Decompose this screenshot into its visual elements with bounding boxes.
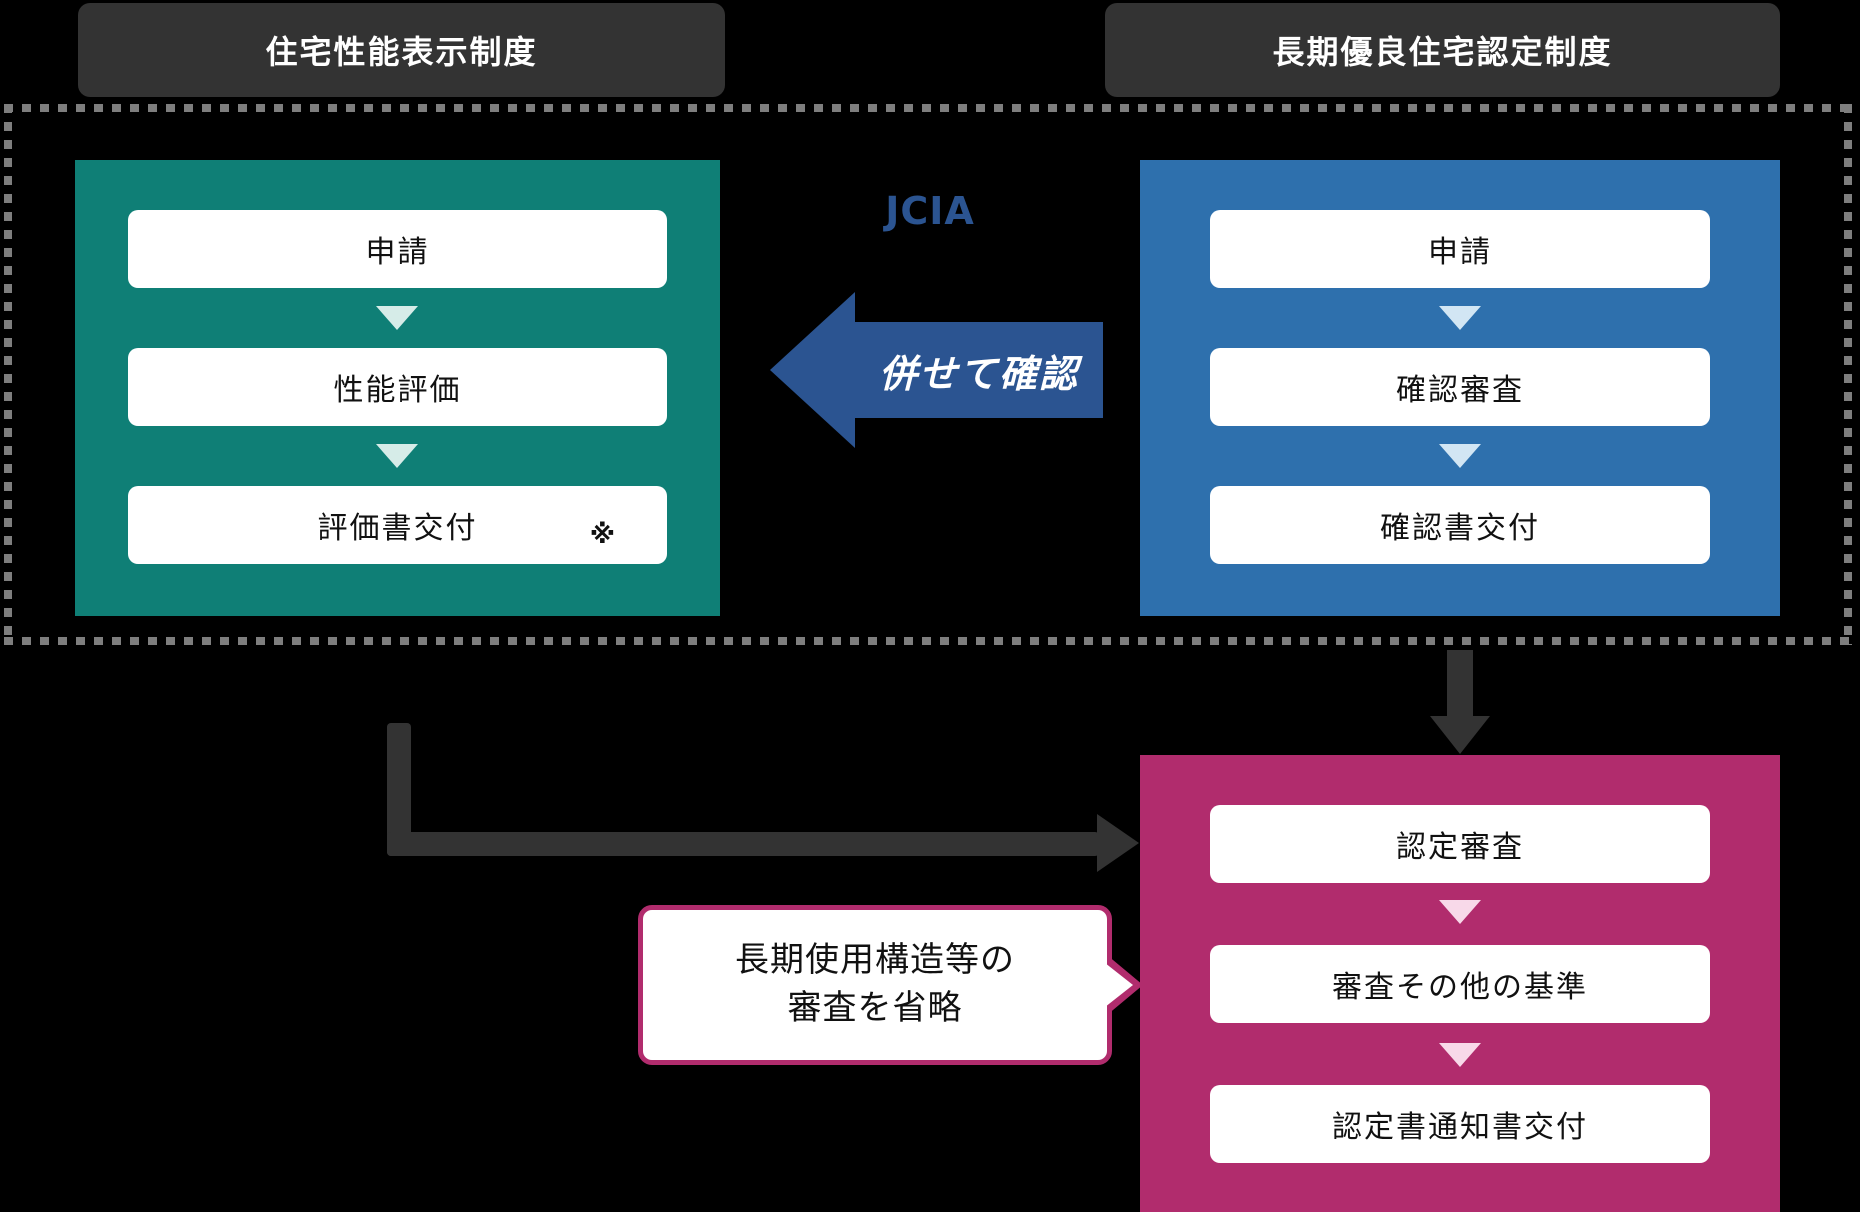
header-longterm-certification-system: 長期優良住宅認定制度 — [1105, 3, 1780, 97]
step-down-arrow-icon — [1439, 900, 1481, 924]
flow-step-application: 申請 — [128, 210, 667, 288]
header-performance-labeling-system: 住宅性能表示制度 — [78, 3, 725, 97]
step-down-arrow-icon — [376, 306, 418, 330]
step-down-arrow-icon — [1439, 1043, 1481, 1067]
callout-line: 長期使用構造等の — [735, 940, 1015, 981]
flow-step-label: 認定審査 — [1396, 830, 1524, 865]
flow-step-label: 認定書通知書交付 — [1332, 1110, 1588, 1145]
flow-step-label: 申請 — [1428, 235, 1492, 270]
arrow-body: 併せて確認 — [855, 322, 1103, 418]
header-label: 長期優良住宅認定制度 — [1272, 33, 1613, 71]
arrow-head-left-icon — [770, 292, 855, 448]
flow-down-arrow-head-icon — [1430, 716, 1490, 754]
flow-elbow-arrow-icon — [387, 832, 1099, 856]
callout-pointer-icon — [1100, 959, 1133, 1011]
flow-step-evaluation-report-issue: 評価書交付 ※ — [128, 486, 667, 564]
merge-arrow-label: 併せて確認 — [878, 351, 1079, 396]
flow-step-certification-review: 認定審査 — [1210, 805, 1710, 883]
step-down-arrow-icon — [1439, 444, 1481, 468]
header-label: 住宅性能表示制度 — [265, 33, 538, 71]
flow-step-label: 性能評価 — [333, 373, 462, 408]
flow-step-label: 審査その他の基準 — [1332, 970, 1588, 1005]
confirmation-review-flow-panel: 申請 確認審査 確認書交付 — [1140, 160, 1780, 616]
flow-down-arrow-icon — [1447, 650, 1473, 716]
flow-step-label: 確認書交付 — [1380, 511, 1540, 546]
flow-step-label: 評価書交付 — [317, 511, 478, 546]
flow-step-other-criteria-review: 審査その他の基準 — [1210, 945, 1710, 1023]
flow-step-confirmation-review: 確認審査 — [1210, 348, 1710, 426]
step-down-arrow-icon — [1439, 306, 1481, 330]
flow-step-application: 申請 — [1210, 210, 1710, 288]
flow-step-label: 申請 — [365, 235, 430, 270]
step-down-arrow-icon — [376, 444, 418, 468]
flow-step-confirmation-report-issue: 確認書交付 — [1210, 486, 1710, 564]
performance-evaluation-flow-panel: 申請 性能評価 評価書交付 ※ — [75, 160, 720, 616]
certification-flow-panel: 認定審査 審査その他の基準 認定書通知書交付 — [1140, 755, 1780, 1212]
skip-review-callout: 長期使用構造等の 審査を省略 — [638, 905, 1112, 1065]
flow-step-label: 確認審査 — [1396, 373, 1524, 408]
footnote-asterisk: ※ — [589, 520, 617, 550]
merge-check-left-arrow: 併せて確認 — [770, 292, 1103, 448]
flow-elbow-arrow-head-icon — [1097, 814, 1139, 872]
jcia-label: JCIA — [885, 189, 975, 233]
flow-step-performance-evaluation: 性能評価 — [128, 348, 667, 426]
flow-step-certificate-notice-issue: 認定書通知書交付 — [1210, 1085, 1710, 1163]
callout-line: 審査を省略 — [787, 988, 963, 1028]
